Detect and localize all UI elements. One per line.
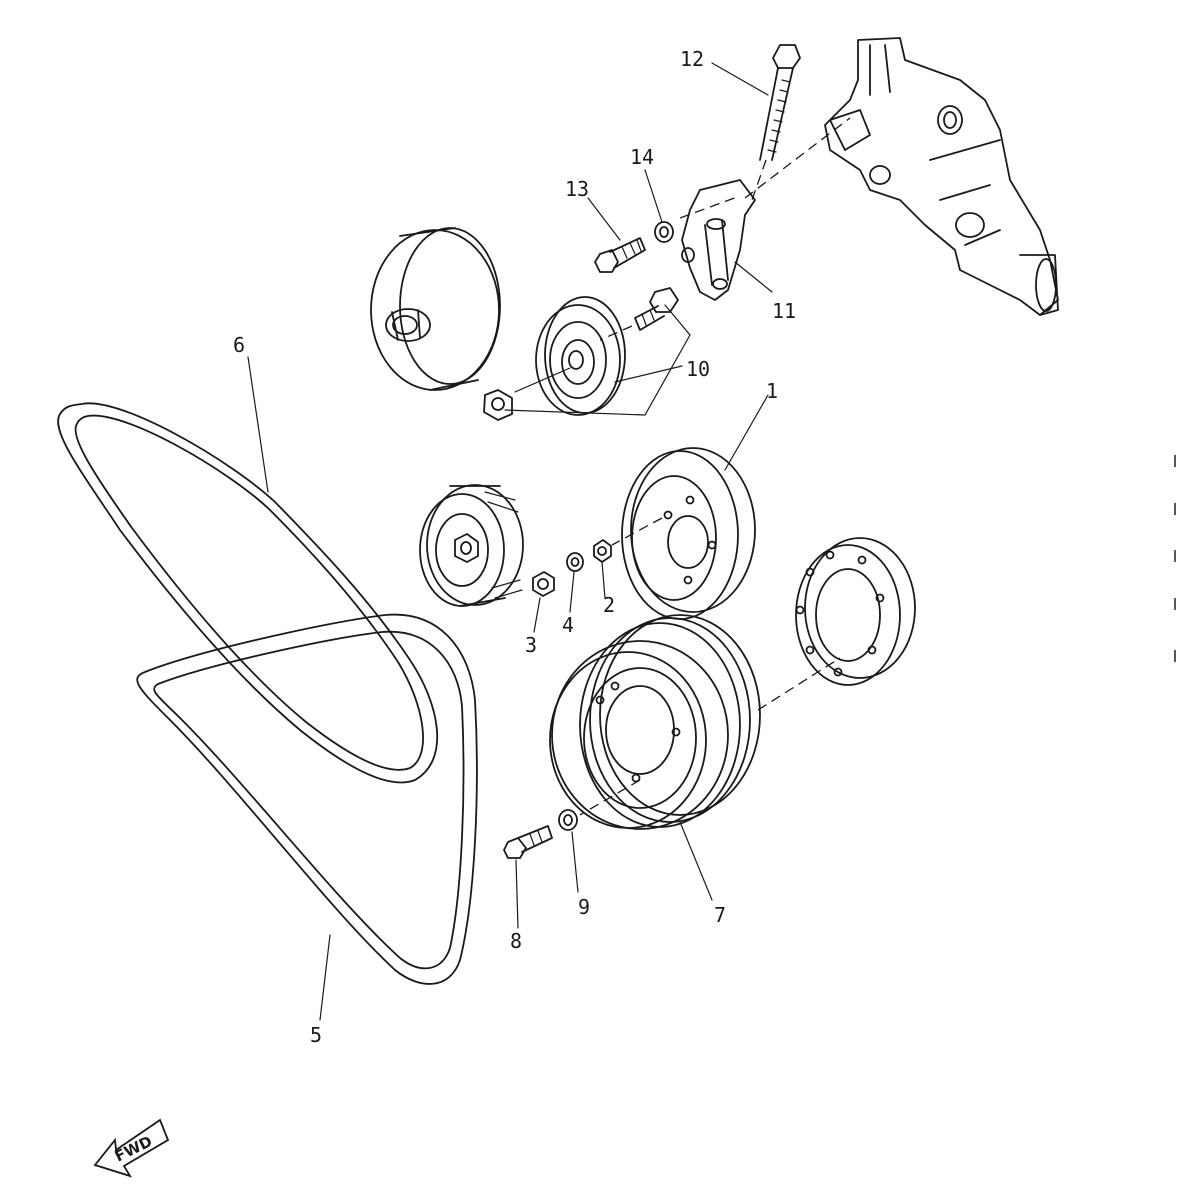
callout-10: 10 bbox=[686, 357, 710, 381]
part-2-nut bbox=[593, 539, 612, 563]
callout-4: 4 bbox=[562, 613, 574, 637]
part-14-lock-washer bbox=[654, 221, 674, 243]
leader-lines bbox=[247, 62, 773, 1021]
callout-1: 1 bbox=[766, 379, 778, 403]
callout-14: 14 bbox=[630, 145, 654, 169]
flywheel-plate bbox=[795, 537, 916, 686]
part-6-long-belt bbox=[57, 402, 439, 784]
part-10-idler-pulley bbox=[483, 287, 679, 421]
callout-8: 8 bbox=[510, 929, 522, 953]
alternator-pulley bbox=[419, 484, 524, 607]
callout-13: 13 bbox=[565, 177, 589, 201]
part-7-main-pulley bbox=[549, 614, 841, 830]
page-edge-marks bbox=[1174, 455, 1176, 662]
callout-labels: 1 2 3 4 5 6 7 8 9 10 11 12 13 14 bbox=[233, 47, 796, 1047]
engine-housing bbox=[824, 37, 1059, 316]
callout-7: 7 bbox=[714, 903, 726, 927]
callout-11: 11 bbox=[772, 299, 796, 323]
part-12-long-bolt bbox=[751, 44, 801, 201]
callout-6: 6 bbox=[233, 333, 245, 357]
part-8-bolt bbox=[503, 825, 553, 859]
fwd-direction-arrow: FWD bbox=[93, 1118, 170, 1178]
callout-3: 3 bbox=[525, 633, 537, 657]
part-11-tensioner-bracket bbox=[679, 117, 851, 301]
part-5-v-belt bbox=[136, 613, 478, 985]
callout-2: 2 bbox=[603, 593, 615, 617]
large-pulley bbox=[370, 227, 501, 391]
callout-12: 12 bbox=[680, 47, 704, 71]
part-13-bolt bbox=[594, 237, 646, 273]
part-9-washer bbox=[558, 809, 578, 831]
part-3-nut bbox=[532, 571, 555, 597]
part-4-washer bbox=[566, 552, 584, 572]
part-1-crank-pulley bbox=[611, 447, 756, 620]
callout-5: 5 bbox=[310, 1023, 322, 1047]
callout-9: 9 bbox=[578, 895, 590, 919]
